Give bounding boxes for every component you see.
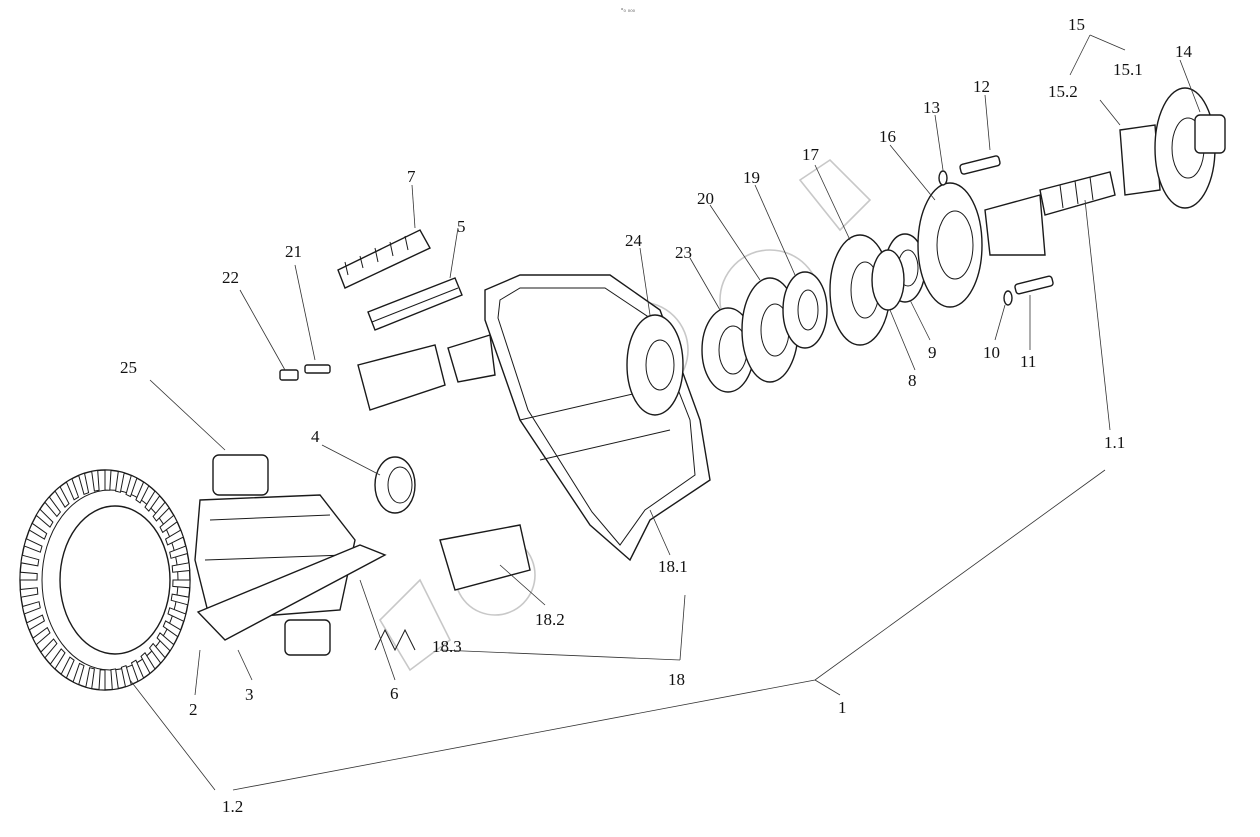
callout-11: 11 [1020, 352, 1036, 371]
ring-gear-tooth [54, 485, 70, 508]
callout-18: 18 [668, 670, 685, 689]
ring-gear-tooth [172, 579, 191, 589]
callout-24: 24 [625, 231, 643, 250]
ring-gear-tooth [130, 659, 145, 683]
callout-19: 19 [743, 168, 760, 187]
ring-gear-tooth [167, 607, 187, 623]
ring-gear-tooth [135, 481, 150, 504]
ring-gear-tooth [32, 626, 51, 646]
ring-gear-tooth [171, 562, 191, 573]
callout-17: 17 [802, 145, 820, 164]
ring-gear-tooth [28, 522, 48, 540]
ring-gear-tooth [20, 554, 40, 567]
callout-13: 13 [923, 98, 940, 117]
ring-gear-tooth [44, 496, 62, 518]
callout-labels: 1 1.1 1.2 2 3 4 5 6 7 8 9 10 11 12 13 14… [120, 15, 1193, 816]
callout-16: 16 [879, 127, 896, 146]
ring-gear-tooth [140, 652, 156, 675]
ring-gear-tooth [65, 477, 80, 501]
callout-15-1: 15.1 [1113, 60, 1143, 79]
callout-23: 23 [675, 243, 692, 262]
callout-21: 21 [285, 242, 302, 261]
flange-16 [917, 182, 983, 308]
bearing-cap-upper [357, 344, 446, 411]
ring-gear-tooth [169, 545, 189, 559]
callout-12: 12 [973, 77, 990, 96]
callout-5: 5 [457, 217, 466, 236]
ring-gear-tooth [72, 662, 85, 686]
callout-25: 25 [120, 358, 137, 377]
drive-pinion [984, 171, 1116, 256]
ring-gear-tooth [21, 601, 41, 615]
leader-lines [129, 34, 1201, 791]
callout-1-1: 1.1 [1104, 433, 1125, 452]
spacer-19 [782, 271, 828, 349]
ring-gear-tooth [120, 664, 132, 688]
ring-gear-tooth [104, 469, 112, 491]
bolt-12 [959, 155, 1001, 175]
header-mark: ᵒ₀ ₀₀₀ [621, 7, 636, 14]
bolt-22 [279, 369, 299, 381]
bearing-cone-7 [337, 229, 431, 289]
ring-gear-tooth [40, 638, 58, 659]
callout-18-2: 18.2 [535, 610, 565, 629]
callout-4: 4 [311, 427, 320, 446]
ring-gear-tooth [170, 593, 190, 606]
seal-8 [871, 249, 905, 311]
washer-13 [938, 170, 948, 186]
ring-gear-tooth [115, 470, 125, 493]
ring-gear-tooth [125, 474, 138, 498]
stud-6 [374, 628, 416, 652]
ring-gear-tooth [23, 537, 43, 553]
callout-9: 9 [928, 343, 937, 362]
housing-arm-upper [447, 334, 496, 383]
callout-3: 3 [245, 685, 254, 704]
callout-20: 20 [697, 189, 714, 208]
ring-gear [19, 469, 191, 691]
ring-gear-tooth [49, 648, 66, 670]
ring-gear-tooth [19, 571, 38, 581]
ring-gear-tooth [156, 632, 175, 652]
callout-14: 14 [1175, 42, 1193, 61]
ring-gear-tooth [78, 472, 90, 496]
bearing-4 [374, 456, 416, 514]
callout-18-1: 18.1 [658, 557, 688, 576]
ring-gear-tooth [85, 667, 95, 690]
callout-2: 2 [189, 700, 198, 719]
ring-gear-tooth [148, 642, 166, 664]
ring-gear-tooth [110, 668, 119, 691]
callout-10: 10 [983, 343, 1000, 362]
ring-gear-tooth [91, 469, 100, 492]
ring-gear-tooth [152, 501, 170, 522]
callout-18-3: 18.3 [432, 637, 462, 656]
bearing-cap-lower [439, 524, 531, 591]
callout-8: 8 [908, 371, 917, 390]
differential-case [194, 454, 387, 656]
bolt-21 [304, 364, 331, 374]
callout-1: 1 [838, 698, 847, 717]
bolt-11 [1014, 275, 1054, 295]
ring-gear-tooth [162, 620, 182, 638]
ring-gear-tooth [19, 587, 39, 598]
shim-24 [626, 314, 684, 416]
flange-nut-14 [1194, 114, 1226, 154]
washer-10 [1003, 290, 1013, 306]
ring-gear-tooth [164, 529, 184, 546]
callout-6: 6 [390, 684, 399, 703]
callout-7: 7 [407, 167, 416, 186]
callout-15: 15 [1068, 15, 1085, 34]
callout-1-2: 1.2 [222, 797, 243, 816]
bearing-cup-5 [367, 277, 463, 331]
ring-gear-tooth [159, 514, 178, 534]
callout-22: 22 [222, 268, 239, 287]
ring-gear-tooth [60, 656, 75, 679]
ring-gear-tooth [35, 508, 54, 528]
ring-gear-tooth [26, 614, 46, 631]
ring-gear-tooth [98, 669, 106, 691]
ring-gear-tooth [144, 490, 161, 512]
callout-15-2: 15.2 [1048, 82, 1078, 101]
